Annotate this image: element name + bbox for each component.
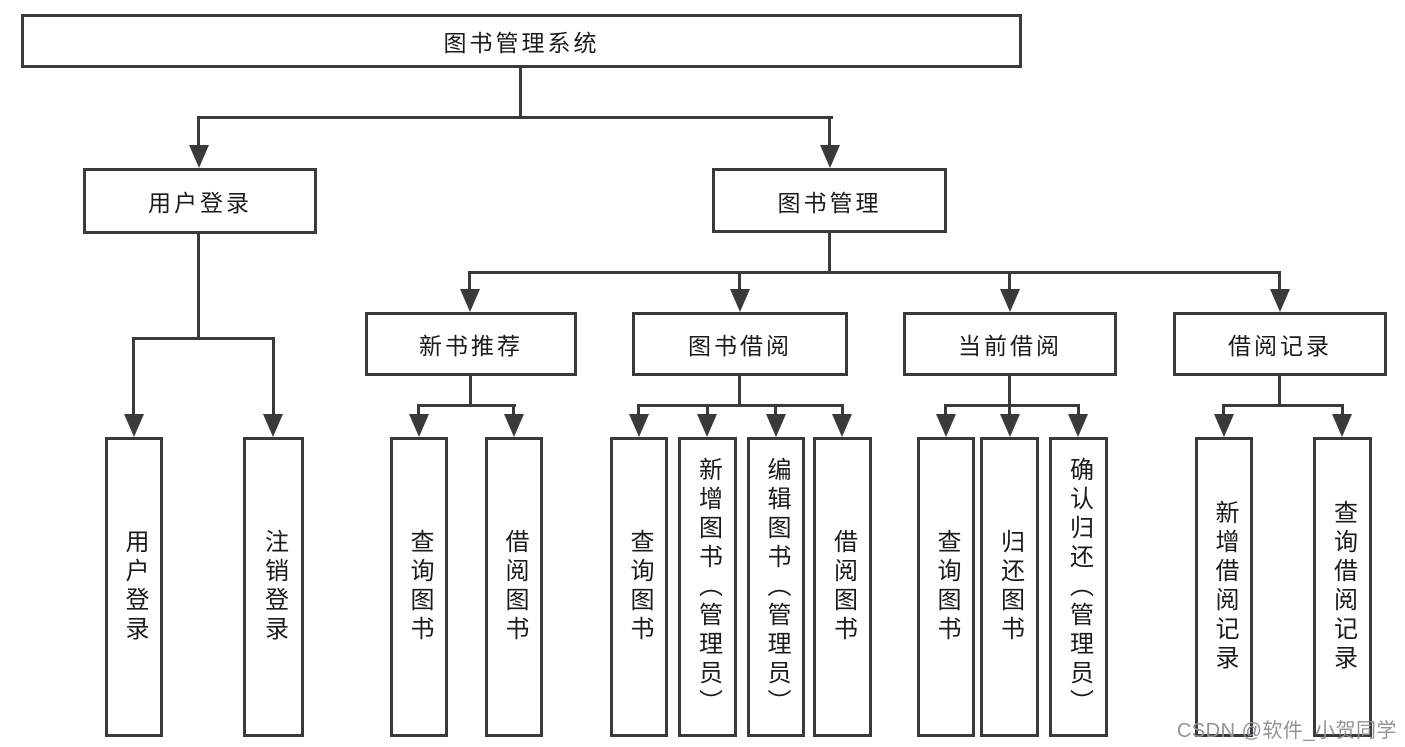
node-book-management-label: 图书管理 (777, 189, 882, 216)
leaf-edit-book-admin: 编辑图书（管理员） (747, 437, 805, 737)
leaf-add-borrow-record-label: 新增借阅记录 (1211, 500, 1238, 674)
leaf-confirm-return-admin-label: 确认归还（管理员） (1065, 456, 1093, 718)
connector-user-login-stem (197, 232, 200, 340)
leaf-logout-label: 注销登录 (260, 529, 288, 645)
connector-user-login-drop-2 (272, 337, 275, 417)
leaf-query-borrow-record-label: 查询借阅记录 (1329, 500, 1357, 674)
connector-book-borrow-drop-2 (706, 404, 709, 417)
connector-current-borrow-drop-3 (1077, 404, 1080, 417)
connector-new-book-drop-1 (417, 404, 420, 417)
connector-current-borrow-stem (1008, 374, 1011, 407)
node-book-borrow-label: 图书借阅 (688, 333, 792, 359)
leaf-query-books-borrow: 查询图书 (610, 437, 668, 737)
connector-book-borrow-drop-1 (637, 404, 640, 417)
node-current-borrow: 当前借阅 (903, 312, 1117, 376)
node-current-borrow-label: 当前借阅 (958, 333, 1062, 359)
arrowhead-icon (766, 414, 786, 437)
leaf-user-login-label: 用户登录 (121, 529, 148, 645)
arrowhead-icon (730, 289, 750, 312)
arrowhead-icon (1000, 289, 1020, 312)
connector-borrow-records-drop-2 (1341, 404, 1344, 417)
connector-current-borrow-drop-2 (1008, 404, 1011, 417)
node-book-management: 图书管理 (712, 168, 947, 233)
connector-user-login-drop-1 (132, 337, 135, 417)
leaf-edit-book-admin-label: 编辑图书（管理员） (763, 456, 790, 718)
arrowhead-icon (460, 289, 480, 312)
arrowhead-icon (263, 414, 283, 437)
leaf-borrow-books-recommend: 借阅图书 (485, 437, 543, 737)
node-borrow-records: 借阅记录 (1173, 312, 1387, 376)
connector-book-mgmt-drop-2 (738, 271, 741, 292)
node-user-login: 用户登录 (83, 168, 317, 234)
leaf-add-book-admin-label: 新增图书（管理员） (694, 456, 722, 718)
leaf-query-books-borrow-label: 查询图书 (626, 529, 653, 645)
leaf-user-login: 用户登录 (105, 437, 163, 737)
node-user-login-label: 用户登录 (148, 190, 252, 216)
leaf-add-borrow-record: 新增借阅记录 (1195, 437, 1253, 737)
connector-borrow-records-branch (1222, 404, 1344, 407)
connector-new-book-stem (469, 374, 472, 407)
leaf-return-books: 归还图书 (980, 437, 1039, 737)
connector-new-book-branch (417, 404, 516, 407)
connector-book-mgmt-drop-4 (1278, 271, 1281, 292)
leaf-query-borrow-record: 查询借阅记录 (1313, 437, 1372, 737)
leaf-query-books-current-label: 查询图书 (933, 529, 960, 645)
connector-root-drop-2 (828, 116, 831, 146)
arrowhead-icon (936, 414, 956, 437)
arrowhead-icon (1332, 414, 1352, 437)
leaf-query-books-current: 查询图书 (917, 437, 975, 737)
leaf-borrow-books: 借阅图书 (813, 437, 872, 737)
arrowhead-icon (1068, 414, 1088, 437)
connector-root-branch (197, 116, 833, 119)
leaf-query-books-recommend-label: 查询图书 (406, 529, 433, 645)
arrowhead-icon (629, 414, 649, 437)
node-book-borrow: 图书借阅 (632, 312, 848, 376)
arrowhead-icon (832, 414, 852, 437)
connector-user-login-branch (132, 337, 275, 340)
arrowhead-icon (820, 145, 840, 168)
leaf-logout: 注销登录 (243, 437, 304, 737)
node-new-book-recommend-label: 新书推荐 (419, 333, 523, 359)
arrowhead-icon (189, 145, 209, 168)
connector-borrow-records-drop-1 (1222, 404, 1225, 417)
connector-new-book-drop-2 (512, 404, 515, 417)
arrowhead-icon (1270, 289, 1290, 312)
leaf-return-books-label: 归还图书 (996, 529, 1024, 645)
node-new-book-recommend: 新书推荐 (365, 312, 577, 376)
arrowhead-icon (504, 414, 524, 437)
connector-book-mgmt-branch (468, 271, 1281, 274)
connector-book-mgmt-drop-1 (468, 271, 471, 292)
connector-root-stem (519, 67, 522, 119)
connector-book-borrow-drop-3 (774, 404, 777, 417)
connector-book-borrow-drop-4 (841, 404, 844, 417)
leaf-add-book-admin: 新增图书（管理员） (678, 437, 737, 737)
leaf-query-books-recommend: 查询图书 (390, 437, 448, 737)
connector-book-mgmt-stem (828, 231, 831, 274)
connector-current-borrow-drop-1 (944, 404, 947, 417)
connector-borrow-records-stem (1278, 374, 1281, 407)
node-root: 图书管理系统 (21, 14, 1022, 68)
connector-book-mgmt-drop-3 (1008, 271, 1011, 292)
watermark: CSDN @软件_小贺同学 (1176, 720, 1397, 742)
arrowhead-icon (697, 414, 717, 437)
arrowhead-icon (1214, 414, 1234, 437)
leaf-confirm-return-admin: 确认归还（管理员） (1049, 437, 1108, 737)
connector-root-drop-1 (197, 116, 200, 146)
connector-book-borrow-branch (637, 404, 844, 407)
leaf-borrow-books-label: 借阅图书 (829, 529, 857, 645)
arrowhead-icon (124, 414, 144, 437)
connector-book-borrow-stem (738, 374, 741, 407)
node-borrow-records-label: 借阅记录 (1228, 333, 1332, 359)
arrowhead-icon (1000, 414, 1020, 437)
arrowhead-icon (409, 414, 429, 437)
node-root-label: 图书管理系统 (443, 30, 600, 56)
connector-current-borrow-branch (944, 404, 1080, 407)
leaf-borrow-books-recommend-label: 借阅图书 (501, 529, 528, 645)
